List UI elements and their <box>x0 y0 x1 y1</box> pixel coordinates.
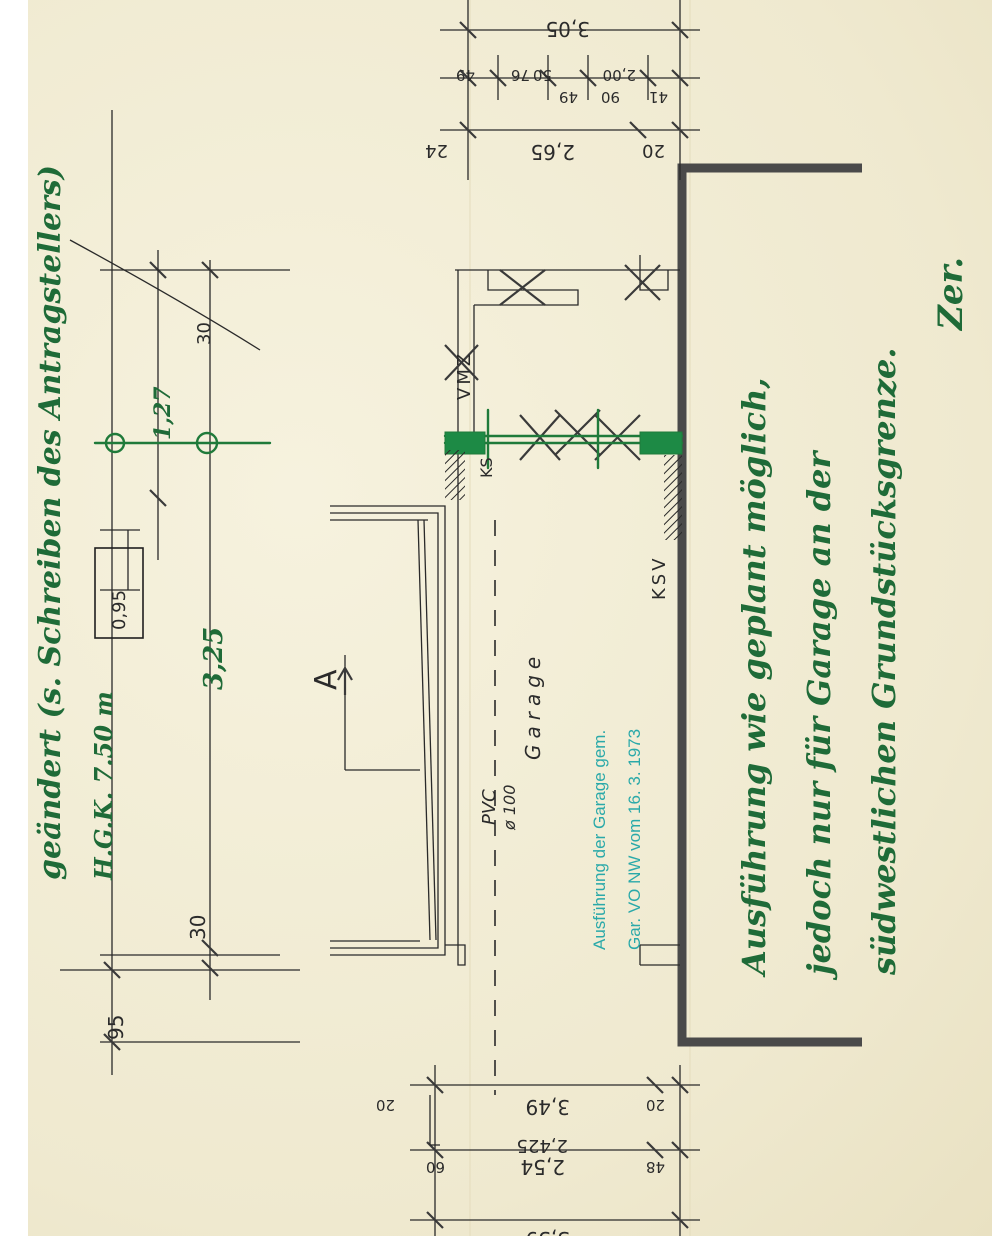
pvc-spec: ø 100 <box>500 785 519 831</box>
dim-265: 2,65 <box>530 140 575 164</box>
dim-20-b: 20 <box>646 1096 665 1114</box>
wall-hatch <box>664 455 682 540</box>
stamp-line-2: Gar. VO NW vom 16. 3. 1973 <box>625 729 644 950</box>
garage-front-area <box>445 255 680 966</box>
vmz-label: VMZ <box>454 351 475 400</box>
green-ringbeam <box>443 408 684 470</box>
bottom-dimensions <box>410 1065 700 1236</box>
page-margin <box>0 0 28 1236</box>
top-dimensions <box>440 0 700 180</box>
statement-line-2: jedoch nur für Garage an der <box>800 449 838 981</box>
dim-76: 76 <box>511 66 530 84</box>
section-marker <box>337 655 420 771</box>
dim-325: 3,25 <box>199 627 229 690</box>
gradient-30: 30 <box>194 322 215 345</box>
dim-2425: 2,425 <box>516 1135 568 1156</box>
dim-48: 48 <box>646 1158 665 1176</box>
note-height: H.G.K. 7.50 m <box>89 691 118 881</box>
garage-label: Garage <box>521 651 545 760</box>
note-changed: geändert (s. Schreiben des Antragsteller… <box>33 165 68 880</box>
dim-49b: 49 <box>559 88 578 106</box>
dim-24: 24 <box>425 140 448 161</box>
left-dimensions <box>60 110 300 1075</box>
stamp-line-1: Ausführung der Garage gem. <box>590 730 609 950</box>
statement-line-3: südwestlichen Grundstücksgrenze. <box>865 347 903 976</box>
ksv-label: KSV <box>649 555 670 600</box>
dim-95: 95 <box>104 1015 128 1040</box>
boxed-value-frame <box>94 547 144 639</box>
green-level-markers <box>93 431 272 455</box>
garage-outer-wall <box>677 163 862 1047</box>
dim-41: 41 <box>649 88 668 106</box>
wall-hatch <box>445 450 465 500</box>
existing-building-wall <box>330 505 446 956</box>
dim-20-a: 20 <box>376 1096 395 1114</box>
pvc-label: PVC <box>479 789 500 825</box>
dim-305: 3,05 <box>545 17 590 41</box>
dim-30: 30 <box>186 915 210 940</box>
initials: Zer. <box>931 257 971 332</box>
dim-349: 3,49 <box>525 1095 570 1119</box>
dim-49: 49 <box>456 66 475 84</box>
dim-200: 2,00 <box>603 66 636 84</box>
dim-127: 1,27 <box>150 386 176 440</box>
rafter-crosses <box>444 264 661 461</box>
boxed-value: 0,95 <box>109 590 130 630</box>
dim-60: 60 <box>426 1158 445 1176</box>
dim-90: 90 <box>601 88 620 106</box>
section-letter: A <box>309 669 344 690</box>
dim-50: 50 <box>533 66 552 84</box>
statement-line-1: Ausführung wie geplant möglich, <box>735 378 773 978</box>
dim-254: 2,54 <box>520 1155 565 1179</box>
ks-label: KS <box>477 457 496 478</box>
dim-359: 3,59 <box>525 1227 570 1236</box>
dim-20-top: 20 <box>642 140 665 161</box>
